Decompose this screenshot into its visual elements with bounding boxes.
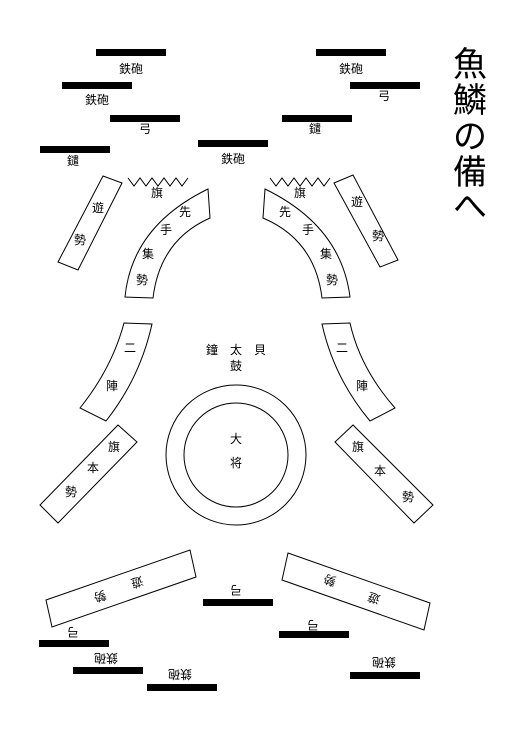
unit-bar [282,115,352,122]
rear-label-yumi: 弓 [67,625,79,639]
rear-label-teppo: 鉄砲 [168,667,192,682]
vanguard-label-3: 集 [320,246,332,261]
vanguard-left: 先 手 集 勢 [124,188,211,299]
hatamoto-label-3: 勢 [402,489,414,504]
unit-label-yumi: 弓 [139,122,151,136]
vanguard-label-2: 手 [302,223,314,237]
unit-bar [198,140,268,147]
unit-bar [39,640,109,647]
unit-bar [147,684,217,691]
front-left-units: 鉄砲 鉄砲 弓 鑓 鉄砲 [40,49,268,168]
unit-bar [96,49,166,56]
vanguard-label-1: 先 [179,205,191,219]
conch-label: 貝 [254,343,266,357]
flags-zigzag-right [269,177,331,187]
vanguard-right: 先 手 集 勢 [262,188,351,299]
rear-yugei-label-1: 遊 [366,589,382,607]
title-char-2: 鱗 [453,81,487,121]
yugei-label-1: 遊 [92,200,104,215]
vanguard-label-1: 先 [279,205,291,219]
hatamoto-label-1: 旗 [352,439,364,454]
drum-label: 太 [230,342,242,357]
gong-label: 鐘 [206,342,218,357]
commander-label-1: 大 [230,432,242,446]
second-line-left: 二 陣 [79,322,153,422]
unit-bar [110,115,180,122]
rear-yugei-label-2: 勢 [92,587,108,605]
rear-label-teppo: 鉄砲 [94,651,118,666]
commander-label-2: 将 [230,456,242,470]
rear-yugei-label-1: 遊 [129,573,145,591]
unit-bar [350,672,420,679]
yugei-label-1: 遊 [351,194,363,209]
unit-label-yumi: 弓 [378,89,390,103]
hatamoto-label-2: 本 [87,461,99,475]
rear-label-teppo: 鉄砲 [372,655,396,670]
unit-bar [279,631,349,638]
unit-bar [40,146,110,153]
unit-label-yari: 鑓 [309,121,321,136]
unit-label-yari: 鑓 [67,153,79,168]
signal-instruments: 鐘 太 貝 鼓 [206,342,266,373]
vanguard-label-3: 集 [142,246,154,261]
flag-label: 旗 [151,185,163,200]
yugei-label-2: 勢 [74,232,86,247]
hatamoto-label-3: 勢 [65,484,77,499]
formation-title: 魚 鱗 の 備 へ [453,45,487,227]
flags-zigzag-left [127,177,189,187]
hatamoto-right: 旗 本 勢 [334,424,434,524]
second-line-label-2: 陣 [356,379,368,393]
second-line-right: 二 陣 [321,322,396,422]
rear-yugei-left: 勢 遊 [45,549,197,628]
yugei-right: 遊 勢 [333,174,399,268]
unit-bar [73,667,143,674]
rear-yugei-label-2: 勢 [322,571,338,589]
unit-bar [203,599,273,606]
front-right-units: 鉄砲 弓 鑓 [282,49,420,136]
unit-label-teppo: 鉄砲 [119,61,143,76]
unit-label-teppo: 鉄砲 [221,151,245,166]
second-line-label-1: 二 [124,341,136,355]
unit-bar [350,82,420,89]
second-line-label-2: 陣 [106,379,118,393]
unit-label-teppo: 鉄砲 [339,61,363,76]
vanguard-label-4: 勢 [326,272,338,287]
title-char-4: 備 [453,153,487,193]
title-char-5: へ [453,187,487,227]
rear-label-yumi: 弓 [307,618,319,632]
yugei-left: 遊 勢 [57,175,123,271]
hatamoto-left: 旗 本 勢 [39,424,138,524]
title-char-3: の [453,117,487,157]
unit-label-teppo: 鉄砲 [85,92,109,107]
vanguard-label-2: 手 [160,223,172,237]
vanguard-label-4: 勢 [136,272,148,287]
hatamoto-label-1: 旗 [108,439,120,454]
unit-bar [62,82,132,89]
hatamoto-label-2: 本 [374,464,386,478]
flag-label: 旗 [294,185,306,200]
rear-label-yumi: 弓 [230,583,242,597]
rear-units: 弓 弓 弓 鉄砲 鉄砲 鉄砲 [39,583,420,691]
drum-label-2: 鼓 [230,359,242,373]
second-line-label-1: 二 [336,341,348,355]
rear-yugei-right: 勢 遊 [281,552,431,631]
yugei-label-2: 勢 [372,228,384,243]
unit-bar [316,49,386,56]
title-char-1: 魚 [453,45,487,85]
commander-circle: 大 将 [165,384,307,526]
